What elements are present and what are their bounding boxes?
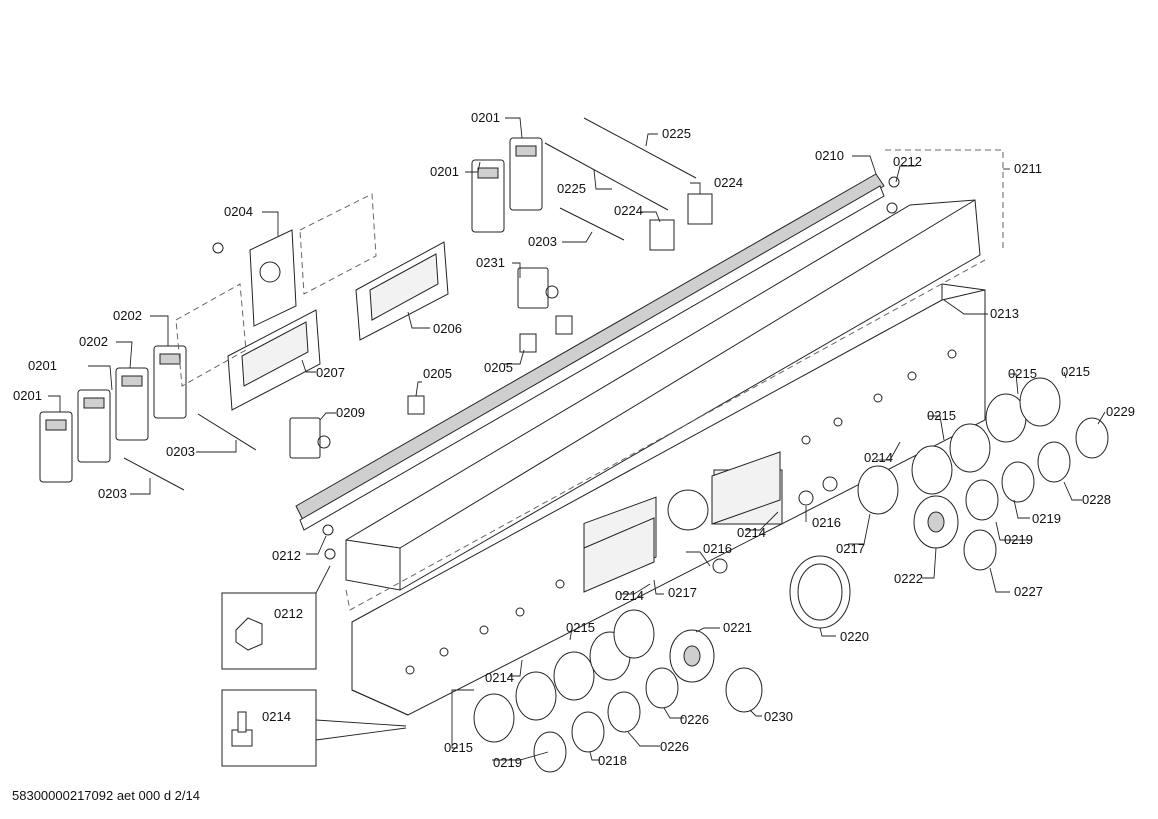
label-0224: 0224: [614, 203, 643, 218]
control-panel-front: [351, 283, 986, 716]
label-0218: 0218: [598, 753, 627, 768]
label-0216: 0216: [703, 541, 732, 556]
document-id: 58300000217092 aet 000 d 2/14: [12, 788, 200, 803]
label-0229: 0229: [1106, 404, 1135, 419]
part-labels: 0201 0201 0201 0201 0202 0202 0203 0203 …: [13, 110, 1135, 770]
label-0225: 0225: [662, 126, 691, 141]
label-0203: 0203: [98, 486, 127, 501]
label-0202: 0202: [113, 308, 142, 323]
label-0201: 0201: [13, 388, 42, 403]
label-0220: 0220: [840, 629, 869, 644]
label-0224: 0224: [714, 175, 743, 190]
label-0212: 0212: [893, 154, 922, 169]
label-0214: 0214: [485, 670, 514, 685]
label-0221: 0221: [723, 620, 752, 635]
panel-housing: [345, 149, 1004, 611]
label-0214: 0214: [864, 450, 893, 465]
label-0214: 0214: [262, 709, 291, 724]
label-0210: 0210: [815, 148, 844, 163]
leader-lines: [48, 117, 1106, 761]
label-0201: 0201: [28, 358, 57, 373]
label-0202: 0202: [79, 334, 108, 349]
label-0215: 0215: [1008, 366, 1037, 381]
label-0205: 0205: [423, 366, 452, 381]
rods: [123, 117, 697, 491]
label-0203: 0203: [528, 234, 557, 249]
label-0230: 0230: [764, 709, 793, 724]
rail-strip: [295, 173, 885, 531]
label-0219: 0219: [1004, 532, 1033, 547]
label-0231: 0231: [476, 255, 505, 270]
label-0219: 0219: [1032, 511, 1061, 526]
detail-box-screw: [221, 689, 407, 767]
label-0217: 0217: [668, 585, 697, 600]
label-0204: 0204: [224, 204, 253, 219]
label-0211: 0211: [1014, 161, 1042, 176]
label-0215: 0215: [1061, 364, 1090, 379]
label-0207: 0207: [316, 365, 345, 380]
label-0203: 0203: [166, 444, 195, 459]
label-0217: 0217: [836, 541, 865, 556]
label-0225: 0225: [557, 181, 586, 196]
label-0214: 0214: [737, 525, 766, 540]
label-0215: 0215: [566, 620, 595, 635]
label-0212: 0212: [272, 548, 301, 563]
label-0201: 0201: [471, 110, 500, 125]
label-0213: 0213: [990, 306, 1019, 321]
label-0228: 0228: [1082, 492, 1111, 507]
label-0226: 0226: [680, 712, 709, 727]
switch-modules: [39, 137, 543, 483]
label-0206: 0206: [433, 321, 462, 336]
label-0215: 0215: [444, 740, 473, 755]
label-0214: 0214: [615, 588, 644, 603]
label-0227: 0227: [1014, 584, 1043, 599]
label-0201: 0201: [430, 164, 459, 179]
label-0215: 0215: [927, 408, 956, 423]
label-0209: 0209: [336, 405, 365, 420]
label-0226: 0226: [660, 739, 689, 754]
label-0212: 0212: [274, 606, 303, 621]
display-boards: [175, 193, 449, 411]
label-0216: 0216: [812, 515, 841, 530]
label-0205: 0205: [484, 360, 513, 375]
label-0219: 0219: [493, 755, 522, 770]
detail-box-nut: [221, 565, 331, 670]
label-0222: 0222: [894, 571, 923, 586]
dials: [613, 465, 959, 683]
